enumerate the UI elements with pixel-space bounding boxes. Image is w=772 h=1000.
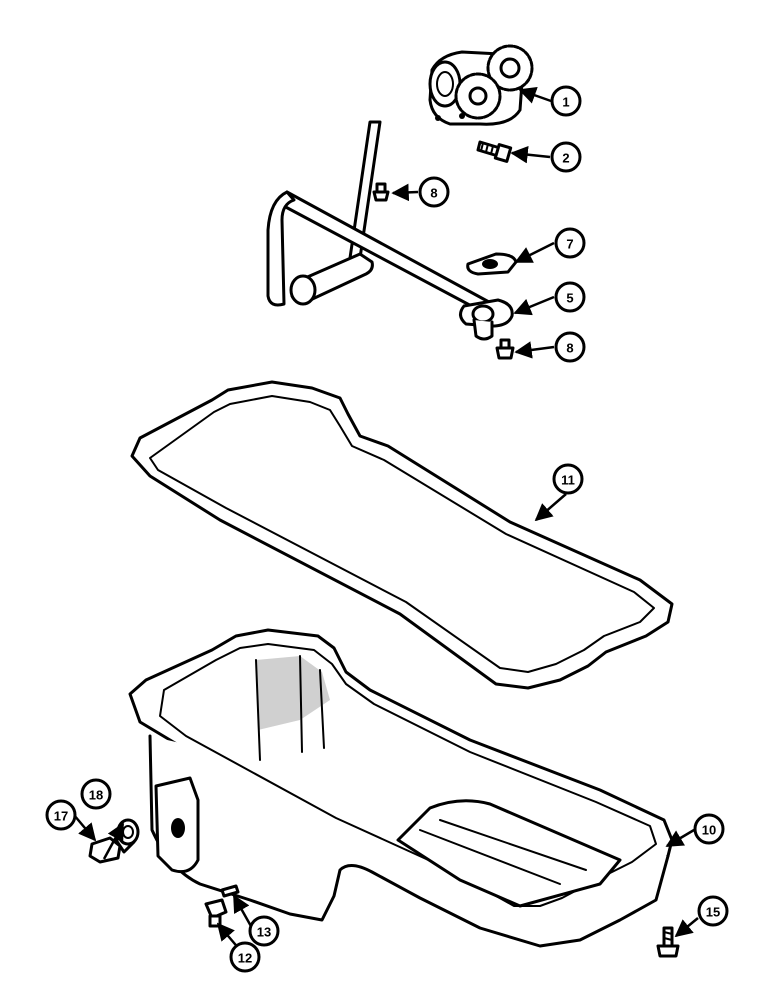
callout-8-upper-label: 8 xyxy=(430,186,437,201)
callout-11: 11 xyxy=(552,463,584,495)
leader-lines xyxy=(73,87,699,951)
callout-2: 2 xyxy=(550,141,582,173)
washer-part xyxy=(116,818,140,846)
callout-17-label: 17 xyxy=(54,809,68,824)
plug-part xyxy=(204,898,228,928)
callout-15: 15 xyxy=(697,895,729,927)
callout-7: 7 xyxy=(554,227,586,259)
callout-1: 1 xyxy=(550,85,582,117)
callout-18: 18 xyxy=(80,778,112,810)
pickup-gasket-part xyxy=(466,252,518,276)
callout-10: 10 xyxy=(693,813,725,845)
screw-part-lower xyxy=(495,338,515,360)
pin-part xyxy=(220,884,240,898)
callout-10-label: 10 xyxy=(702,823,716,838)
callout-1-label: 1 xyxy=(562,95,569,110)
callout-12-label: 12 xyxy=(238,951,252,966)
pan-bolt-part xyxy=(656,926,680,958)
callout-18-label: 18 xyxy=(89,788,103,803)
callout-5: 5 xyxy=(554,281,586,313)
callout-8-lower-label: 8 xyxy=(566,341,573,356)
callout-8-upper: 8 xyxy=(418,176,450,208)
oil-pan-gasket-part xyxy=(130,380,674,690)
bolt-part xyxy=(476,140,513,163)
callout-2-label: 2 xyxy=(562,151,569,166)
callout-13: 13 xyxy=(248,915,280,947)
callout-11-label: 11 xyxy=(561,473,575,488)
oil-pickup-tube-part xyxy=(266,120,514,341)
callout-7-label: 7 xyxy=(566,237,573,252)
callout-8-lower: 8 xyxy=(554,331,586,363)
oil-pan-part xyxy=(128,628,674,948)
callout-15-label: 15 xyxy=(706,905,720,920)
callout-17: 17 xyxy=(45,799,77,831)
callout-12: 12 xyxy=(229,941,261,973)
oil-pump-part xyxy=(428,44,534,126)
callout-5-label: 5 xyxy=(566,291,573,306)
callout-13-label: 13 xyxy=(257,925,271,940)
screw-part-upper xyxy=(372,182,390,202)
